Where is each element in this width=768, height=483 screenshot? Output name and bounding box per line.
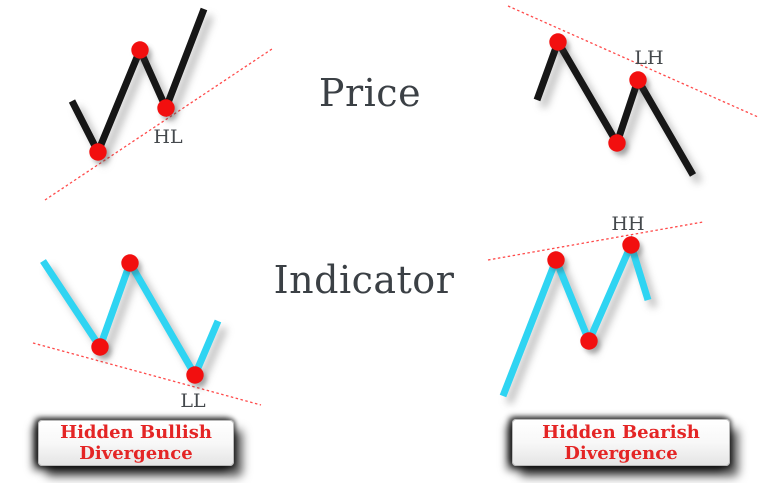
hidden-bearish-divergence-caption: Hidden Bearish Divergence xyxy=(512,419,730,466)
caption-line-2: Divergence xyxy=(79,443,193,464)
price-bearish-swing-point-dot xyxy=(549,33,567,51)
caption-line-1: Hidden Bearish xyxy=(542,421,700,443)
price-bearish-trendline xyxy=(507,5,759,118)
caption-line-1: Hidden Bullish xyxy=(60,422,212,443)
price-row-label: Price xyxy=(318,71,422,115)
price-bearish-swing-label: LH xyxy=(634,47,663,69)
price-bullish-swing-point-dot xyxy=(157,99,175,117)
price-bullish-swing-point-dot xyxy=(89,143,107,161)
indicator-row-label: Indicator xyxy=(273,258,455,302)
indicator-bearish-swing-point-dot xyxy=(580,332,598,350)
caption-line-2: Divergence xyxy=(564,442,678,464)
indicator-bullish-swing-point-dot xyxy=(186,366,204,384)
indicator-bearish-zigzag-line xyxy=(499,234,652,398)
price-bullish-zigzag-line xyxy=(68,7,208,161)
indicator-bearish-swing-label: HH xyxy=(611,213,644,235)
indicator-bearish-panel: HH xyxy=(487,213,704,398)
price-bullish-trendline xyxy=(44,48,273,201)
indicator-bullish-swing-point-dot xyxy=(91,338,109,356)
price-bullish-swing-label: HL xyxy=(153,126,183,148)
price-bullish-swing-point-dot xyxy=(131,41,149,59)
price-bearish-zigzag-line xyxy=(533,33,697,177)
indicator-bullish-trendline xyxy=(32,342,262,406)
indicator-bearish-swing-point-dot xyxy=(622,236,640,254)
indicator-bullish-panel: LL xyxy=(32,254,262,412)
price-bearish-swing-point-dot xyxy=(629,71,647,89)
price-bullish-panel: HL xyxy=(44,7,273,201)
indicator-bullish-zigzag-line xyxy=(40,254,222,383)
hidden-bullish-divergence-caption: Hidden Bullish Divergence xyxy=(38,420,234,466)
price-bearish-swing-point-dot xyxy=(608,134,626,152)
indicator-bullish-swing-label: LL xyxy=(180,390,206,412)
price-bearish-panel: LH xyxy=(507,5,759,177)
indicator-bearish-trendline xyxy=(487,221,704,261)
indicator-bullish-swing-point-dot xyxy=(121,254,139,272)
indicator-bearish-swing-point-dot xyxy=(547,251,565,269)
